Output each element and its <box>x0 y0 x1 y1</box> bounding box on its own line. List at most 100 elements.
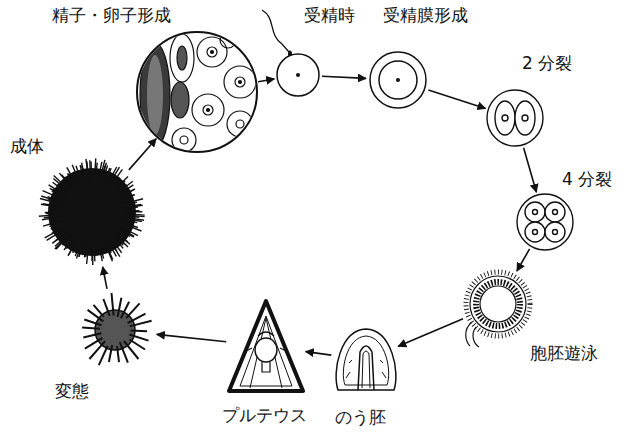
cycle-arrow <box>428 90 485 109</box>
swimming-blastula <box>466 272 530 347</box>
stage-node: 胞胚遊泳 <box>462 268 534 340</box>
spine <box>94 305 104 317</box>
spine <box>72 165 80 184</box>
spine <box>56 236 63 241</box>
spine <box>56 235 70 250</box>
spine <box>116 179 121 184</box>
cycle-arrow <box>517 249 530 271</box>
cycle-arrow <box>258 79 274 82</box>
stage-node: 受精膜形成 <box>368 50 428 110</box>
spine <box>48 197 57 200</box>
spine <box>130 340 146 350</box>
spine <box>85 338 103 349</box>
stage-node: 4 分裂 <box>516 193 574 251</box>
spine <box>48 208 58 209</box>
spine <box>82 241 85 255</box>
stage-node: のう胚 <box>333 327 399 393</box>
spine <box>49 220 56 222</box>
spine <box>117 346 119 362</box>
stage-node: 2 分裂 <box>486 89 544 147</box>
spine <box>129 195 135 197</box>
spine <box>51 226 57 229</box>
spine <box>48 220 64 225</box>
spine <box>109 345 112 362</box>
spine <box>107 167 119 187</box>
spine <box>131 330 148 333</box>
stage-label: 4 分裂 <box>562 168 612 190</box>
stage-label: 2 分裂 <box>522 52 572 74</box>
spine <box>100 249 103 261</box>
spine <box>121 215 144 217</box>
spine <box>84 320 101 326</box>
spine <box>99 346 108 365</box>
spine <box>94 252 96 262</box>
spine <box>76 166 80 179</box>
stage-label: 胞胚遊泳 <box>530 342 598 364</box>
spine <box>49 209 57 211</box>
spine <box>124 211 143 212</box>
spine <box>92 244 94 266</box>
spine <box>110 241 120 257</box>
spine <box>45 212 54 214</box>
cycle-arrow <box>524 148 537 192</box>
cycle-arrow <box>306 352 332 356</box>
cycle-arrow <box>103 267 107 289</box>
membrane-egg <box>370 52 426 108</box>
cycle-arrow <box>398 319 463 347</box>
stage-node: 変態 <box>75 290 155 370</box>
spine <box>42 216 64 219</box>
spine <box>120 342 128 363</box>
spine <box>89 160 91 181</box>
stage-node: 成体 <box>38 158 146 266</box>
cycle-arrow <box>157 334 226 341</box>
stage-label: 成体 <box>10 135 44 157</box>
spine <box>43 204 62 207</box>
spine <box>112 293 114 315</box>
adult-sea-urchin <box>39 158 145 265</box>
spine <box>82 163 85 178</box>
stage-label: 受精時 <box>304 4 355 26</box>
pluteus-larva <box>229 301 303 391</box>
spine <box>120 177 128 185</box>
stage-label: プルテウス <box>222 404 307 426</box>
two-cell-embryo <box>487 90 543 146</box>
spine <box>106 246 113 262</box>
spine <box>86 240 88 257</box>
spine <box>65 177 69 182</box>
spine <box>86 159 89 184</box>
stage-label: 受精膜形成 <box>383 4 468 26</box>
stage-label: 精子・卵子形成 <box>52 4 171 26</box>
spine <box>103 299 109 316</box>
metamorphosing-larva <box>82 293 152 365</box>
spine <box>127 202 137 204</box>
spine <box>121 199 143 205</box>
stage-label: 変態 <box>55 380 89 402</box>
spine <box>88 310 104 322</box>
spine <box>124 236 127 238</box>
spine <box>129 335 148 341</box>
spine <box>120 185 133 194</box>
spine <box>128 314 146 324</box>
spine <box>82 327 100 328</box>
spine <box>123 219 137 222</box>
stage-node: プルテウス <box>228 300 304 392</box>
spine <box>126 303 140 318</box>
spine <box>99 248 100 255</box>
stage-node: 受精時 <box>276 53 320 97</box>
spine <box>126 205 143 207</box>
spine <box>118 298 122 317</box>
spine <box>50 188 67 198</box>
spine <box>95 163 97 182</box>
spine <box>96 241 98 255</box>
four-cell-embryo <box>517 194 573 250</box>
spine <box>108 168 112 176</box>
spine <box>52 228 62 233</box>
spine <box>120 215 139 217</box>
stage-node: 精子・卵子形成 <box>137 32 257 152</box>
cycle-arrow <box>129 139 156 170</box>
cycle-arrow <box>322 76 366 78</box>
spine <box>90 162 92 180</box>
spine <box>46 213 54 215</box>
spine <box>39 214 62 216</box>
